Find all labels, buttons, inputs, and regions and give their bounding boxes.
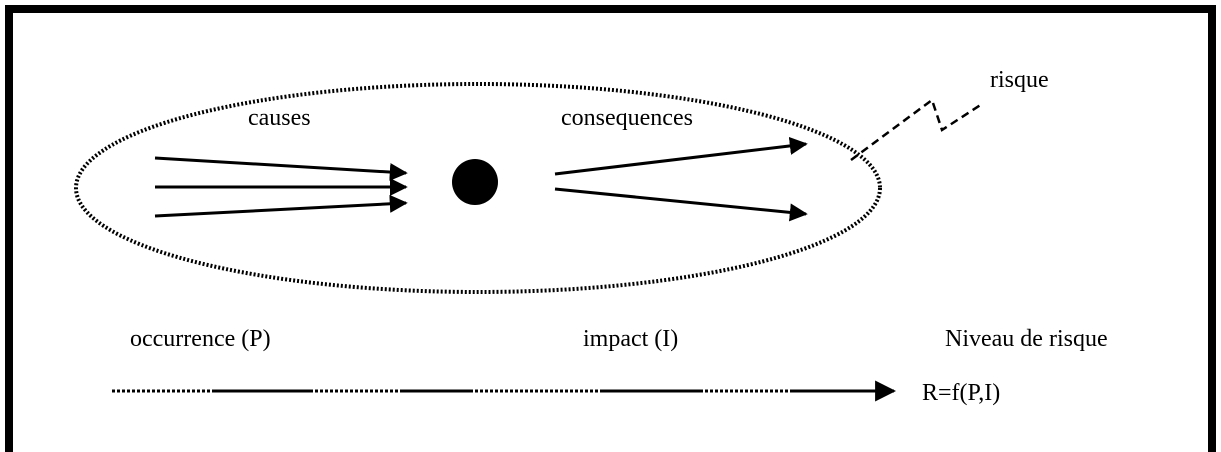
risk-pointer: [850, 97, 983, 162]
cause-arrows: [154, 156, 408, 218]
risk-formula: R=f(P,I): [922, 380, 1000, 406]
frame-border: [5, 5, 1216, 452]
event-ellipse: [74, 82, 882, 294]
consequence-arrows: [554, 136, 808, 222]
impact-label: impact (I): [583, 326, 678, 352]
consequences-label: consequences: [561, 105, 693, 131]
risk-level-label: Niveau de risque: [945, 326, 1108, 352]
consequence-arrow: [554, 187, 808, 222]
causes-label: causes: [248, 105, 311, 131]
event-dot: [452, 159, 498, 205]
consequence-arrow: [554, 136, 808, 176]
occurrence-label: occurrence (P): [130, 326, 271, 352]
cause-arrow: [154, 156, 408, 182]
cause-arrow: [154, 194, 408, 218]
risk-label: risque: [990, 67, 1049, 93]
